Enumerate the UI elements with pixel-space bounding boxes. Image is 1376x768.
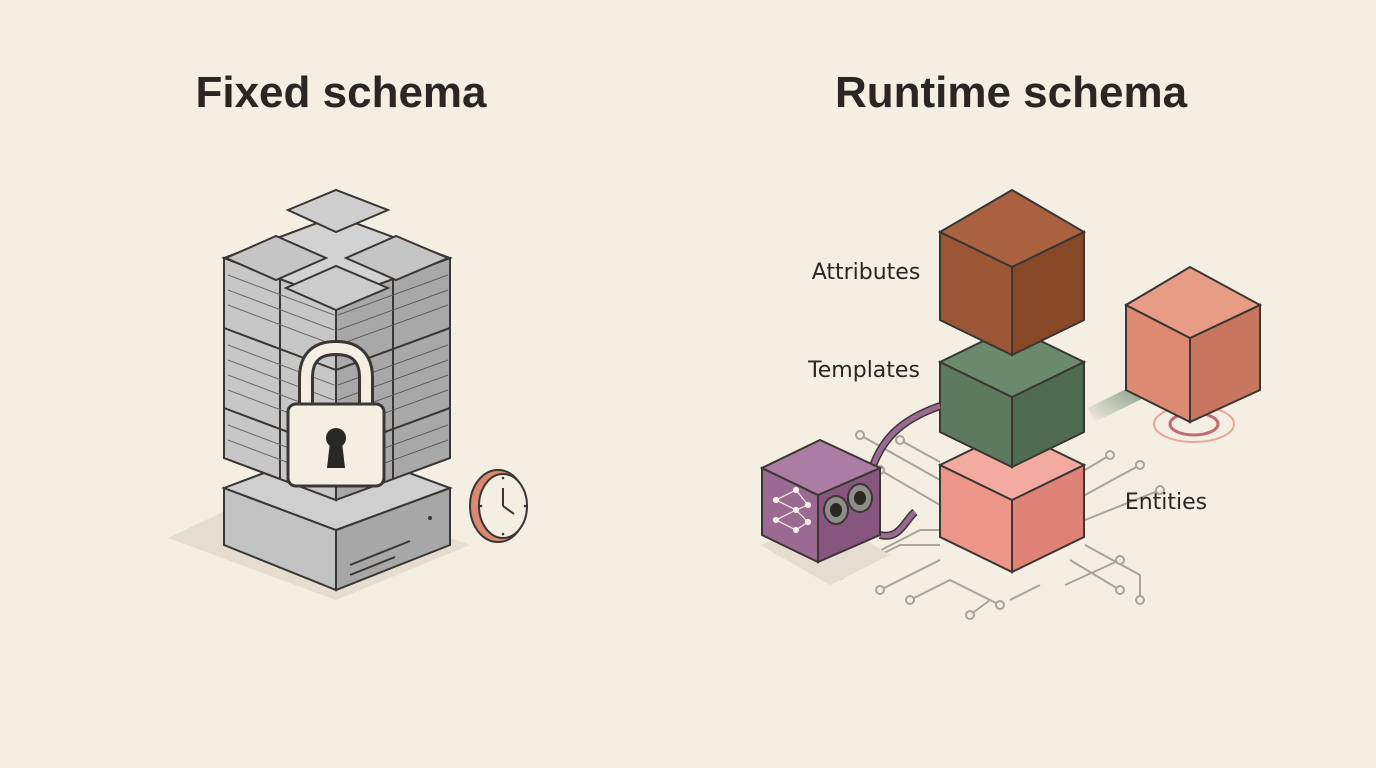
entities-label: Entities — [1125, 490, 1207, 515]
circuit-icon — [835, 430, 1165, 620]
padlock-icon — [286, 339, 386, 488]
attributes-label: Attributes — [812, 260, 921, 285]
templates-label: Templates — [807, 358, 920, 383]
output-cube-icon — [1123, 265, 1263, 443]
attributes-cube-icon — [937, 188, 1087, 357]
clock-icon — [469, 469, 528, 543]
ai-robot-icon — [759, 402, 942, 585]
runtime-schema-title: Runtime schema — [835, 68, 1188, 117]
fixed-schema-title: Fixed schema — [195, 68, 487, 117]
database-blocks-icon — [168, 188, 470, 600]
